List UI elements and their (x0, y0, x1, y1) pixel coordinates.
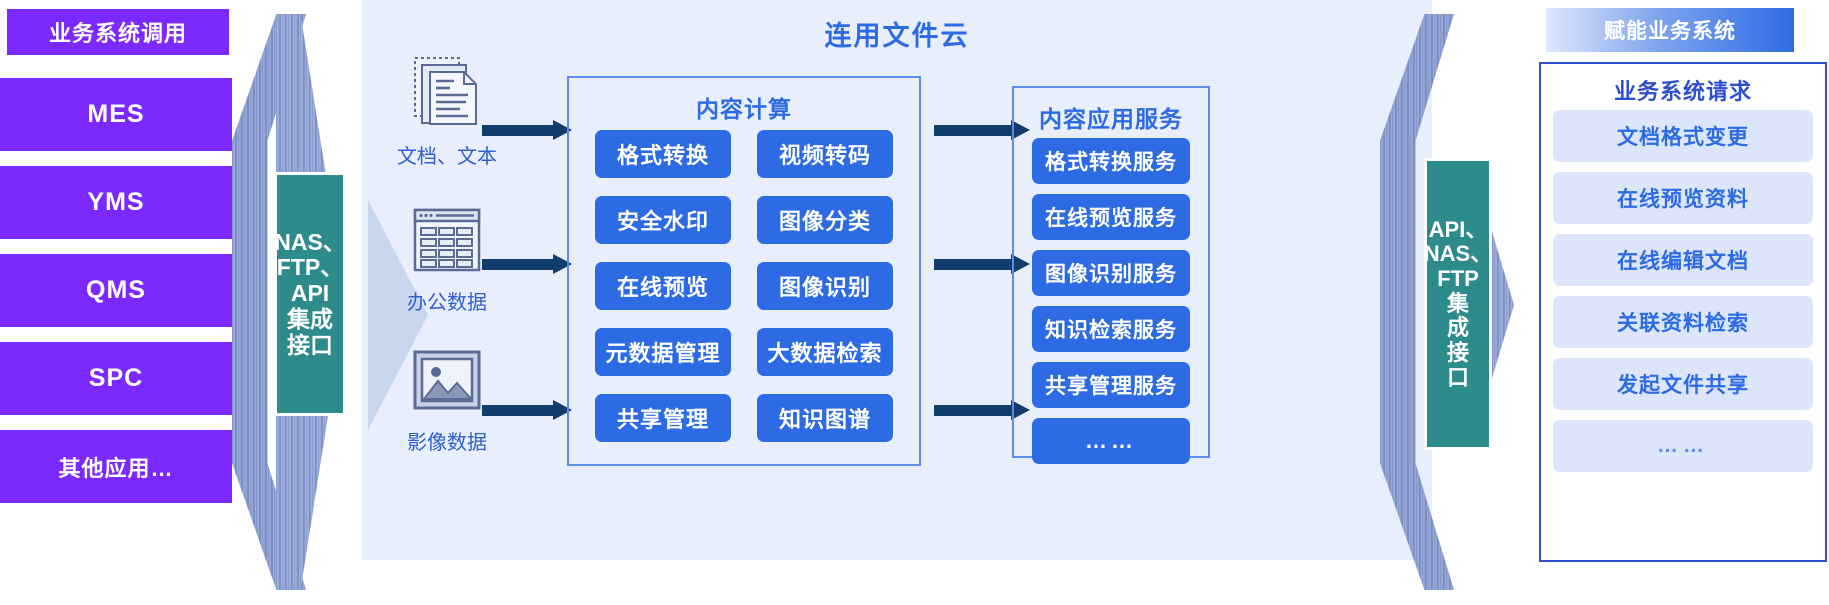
content-application-service-list: 格式转换服务 在线预览服务 图像识别服务 知识检索服务 共享管理服务 …… (1014, 138, 1208, 464)
request-item-related-search[interactable]: 关联资料检索 (1553, 296, 1813, 348)
left-system-other-apps[interactable]: 其他应用… (0, 430, 232, 503)
documents-icon (382, 52, 512, 136)
left-interface-line-3: API (290, 280, 330, 307)
business-request-panel: 业务系统请求 文档格式变更 在线预览资料 在线编辑文档 关联资料检索 发起文件共… (1539, 62, 1827, 562)
compute-item-share-manage[interactable]: 共享管理 (595, 394, 731, 442)
request-item-file-share[interactable]: 发起文件共享 (1553, 358, 1813, 410)
arrow-compute-to-service-3 (934, 400, 1034, 420)
right-interface-line-5: 成 (1446, 315, 1469, 341)
right-interface-line-1: API、 (1428, 216, 1488, 242)
request-item-doc-format-change[interactable]: 文档格式变更 (1553, 110, 1813, 162)
arrow-compute-to-service-2 (934, 254, 1034, 274)
service-item-image-recognize[interactable]: 图像识别服务 (1032, 250, 1190, 296)
compute-item-bigdata-search[interactable]: 大数据检索 (757, 328, 893, 376)
request-item-more[interactable]: …… (1553, 420, 1813, 472)
file-cloud-panel: 连用文件云 (362, 0, 1432, 560)
arrow-compute-to-service-1 (934, 120, 1034, 140)
arrow-office-to-compute (482, 254, 572, 274)
content-compute-title: 内容计算 (696, 96, 792, 122)
business-request-list: 文档格式变更 在线预览资料 在线编辑文档 关联资料检索 发起文件共享 …… (1541, 110, 1825, 472)
left-interface-line-4: 集成 (287, 305, 333, 332)
left-system-spc[interactable]: SPC (0, 342, 232, 415)
arrow-documents-to-compute (482, 120, 572, 140)
right-interface-line-7: 口 (1446, 364, 1469, 390)
source-documents: 文档、文本 (382, 52, 512, 169)
right-integration-interface[interactable]: API、 NAS、 FTP 集 成 接 口 (1424, 158, 1492, 450)
compute-item-online-preview[interactable]: 在线预览 (595, 262, 731, 310)
service-item-more[interactable]: …… (1032, 418, 1190, 464)
compute-item-format-convert[interactable]: 格式转换 (595, 130, 731, 178)
left-interface-line-5: 接口 (287, 331, 333, 358)
left-interface-line-1: NAS、 (274, 228, 346, 255)
spreadsheet-icon (382, 198, 512, 282)
source-office-data: 办公数据 (382, 198, 512, 315)
compute-item-security-watermark[interactable]: 安全水印 (595, 196, 731, 244)
compute-item-image-classify[interactable]: 图像分类 (757, 196, 893, 244)
content-application-service-title: 内容应用服务 (1039, 106, 1183, 132)
source-image-data: 影像数据 (382, 338, 512, 455)
left-system-yms[interactable]: YMS (0, 166, 232, 239)
compute-item-metadata-manage[interactable]: 元数据管理 (595, 328, 731, 376)
request-item-online-edit[interactable]: 在线编辑文档 (1553, 234, 1813, 286)
left-integration-interface[interactable]: NAS、 FTP、 API 集成 接口 (274, 172, 346, 416)
service-item-format-convert[interactable]: 格式转换服务 (1032, 138, 1190, 184)
left-interface-line-2: FTP、 (276, 254, 344, 281)
left-system-mes[interactable]: MES (0, 78, 232, 151)
source-label-documents: 文档、文本 (397, 144, 497, 168)
request-item-online-preview[interactable]: 在线预览资料 (1553, 172, 1813, 224)
content-compute-grid: 格式转换 视频转码 安全水印 图像分类 在线预览 图像识别 元数据管理 大数据检… (569, 130, 919, 442)
left-system-qms[interactable]: QMS (0, 254, 232, 327)
source-label-image-data: 影像数据 (407, 430, 487, 454)
source-label-office-data: 办公数据 (407, 290, 487, 314)
business-systems-header: 业务系统调用 (4, 6, 232, 58)
content-compute-panel: 内容计算 格式转换 视频转码 安全水印 图像分类 在线预览 图像识别 元数据管理… (567, 76, 921, 466)
right-interface-line-4: 集 (1446, 290, 1469, 316)
enabled-business-systems-header: 赋能业务系统 (1543, 5, 1797, 55)
service-item-share-manage[interactable]: 共享管理服务 (1032, 362, 1190, 408)
right-interface-line-2: NAS、 (1423, 241, 1493, 267)
arrow-image-to-compute (482, 400, 572, 420)
compute-item-knowledge-graph[interactable]: 知识图谱 (757, 394, 893, 442)
right-interface-line-6: 接 (1446, 339, 1469, 365)
content-application-service-panel: 内容应用服务 格式转换服务 在线预览服务 图像识别服务 知识检索服务 共享管理服… (1012, 86, 1210, 464)
business-request-title: 业务系统请求 (1613, 79, 1752, 104)
business-systems-column: 业务系统调用 MES YMS QMS SPC 其他应用… (0, 0, 236, 605)
cloud-title: 连用文件云 (824, 21, 970, 51)
compute-item-video-transcode[interactable]: 视频转码 (757, 130, 893, 178)
service-item-online-preview[interactable]: 在线预览服务 (1032, 194, 1190, 240)
right-interface-line-3: FTP (1437, 266, 1479, 292)
enabled-business-systems-column: 赋能业务系统 业务系统请求 文档格式变更 在线预览资料 在线编辑文档 关联资料检… (1539, 0, 1829, 605)
image-icon (382, 338, 512, 422)
compute-item-image-recognize[interactable]: 图像识别 (757, 262, 893, 310)
service-item-knowledge-search[interactable]: 知识检索服务 (1032, 306, 1190, 352)
